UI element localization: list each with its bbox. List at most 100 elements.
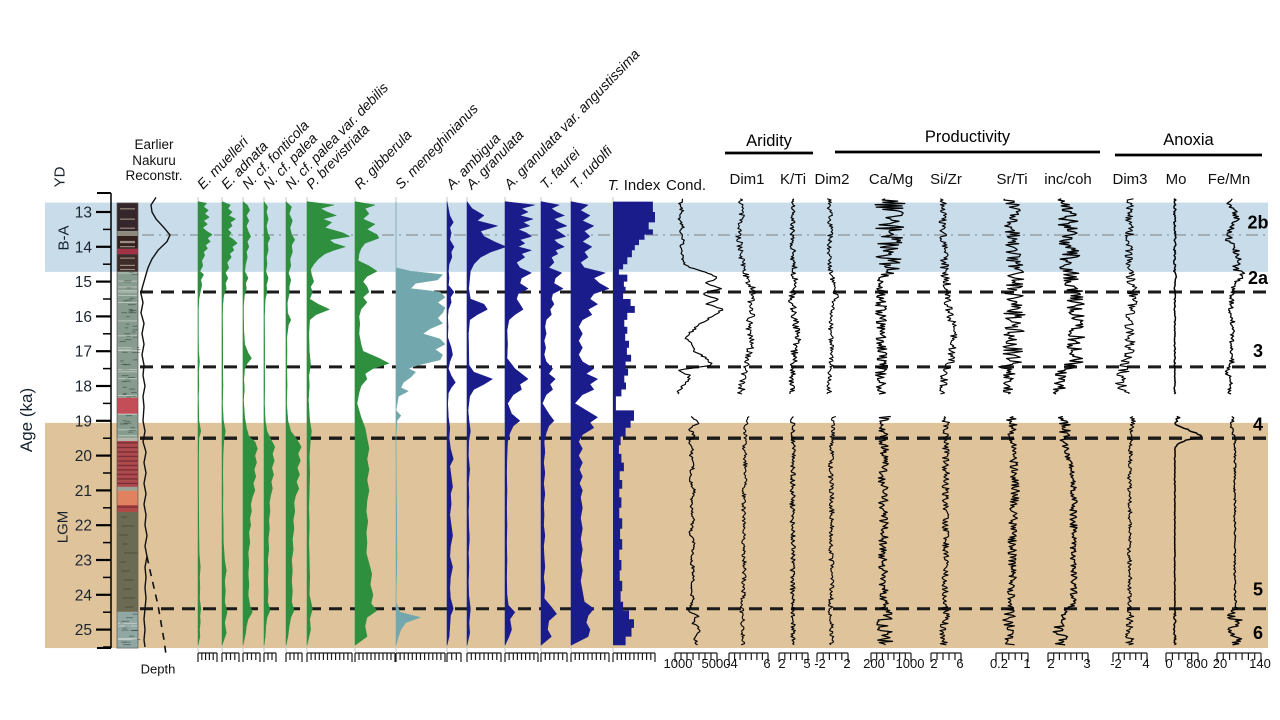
lithology-segment (117, 505, 138, 512)
proxy-trace (874, 198, 906, 646)
lithology-segment (117, 231, 138, 237)
proxy-label: K/Ti (780, 171, 806, 188)
axis-min-label: 20 (1213, 656, 1227, 671)
axis-min-label: 0 (1165, 656, 1172, 671)
axis-max-label: 6 (956, 656, 963, 671)
species-silhouette (395, 201, 446, 646)
age-tick-label: 19 (75, 413, 92, 430)
lithology-segment (117, 511, 138, 612)
scale-comb (1165, 652, 1199, 662)
age-tick-label: 13 (75, 205, 92, 222)
scale-comb (466, 652, 502, 662)
axis-min-label: 2 (930, 656, 937, 671)
axis-min-label: -4 (726, 656, 738, 671)
axis-min-label: 2 (778, 656, 785, 671)
scale-comb (354, 652, 396, 662)
axis-max-label: 1 (1023, 656, 1030, 671)
axis-min-label: 1000 (664, 656, 693, 671)
species-silhouette (285, 201, 302, 646)
age-tick-label: 17 (75, 344, 92, 361)
reconstruction-curve (140, 197, 171, 648)
proxy-trace (788, 198, 802, 646)
axis-min-label: 2 (1047, 656, 1054, 671)
reconstr-line-3: Reconstr. (125, 168, 183, 183)
proxy-label: Dim1 (729, 171, 764, 188)
reconstruction-curve-dashed (146, 556, 167, 655)
scale-comb (674, 652, 718, 662)
species-silhouette (263, 201, 276, 646)
depth-axis-label: Depth (140, 661, 176, 677)
species-silhouette (242, 201, 258, 646)
proxy-trace (1115, 198, 1138, 646)
species-silhouette (570, 201, 610, 646)
age-tick-label: 23 (75, 553, 92, 570)
period-label-ba: B-A (55, 225, 73, 251)
scale-comb (995, 652, 1029, 662)
scale-comb (306, 652, 353, 662)
age-tick-label: 18 (75, 379, 92, 396)
zone-label: 2a (1248, 268, 1269, 288)
axis-max-label: 800 (1186, 656, 1208, 671)
axis-min-label: -2 (1110, 656, 1122, 671)
scale-comb (612, 652, 656, 662)
species-silhouette (446, 201, 456, 646)
scale-comb (540, 652, 568, 662)
scale-comb (778, 652, 809, 662)
proxy-trace (998, 198, 1026, 646)
axis-min-label: 200 (863, 656, 885, 671)
reconstr-line-1: Earlier (134, 137, 174, 152)
scale-comb (930, 652, 962, 662)
scale-comb (570, 652, 610, 662)
scale-comb (1216, 652, 1262, 662)
scale-comb (870, 652, 912, 662)
period-label-lgm: LGM (54, 510, 72, 544)
age-axis-title: Age (ka) (17, 387, 36, 453)
lithology-segment (117, 437, 138, 441)
zone-label: 6 (1253, 623, 1263, 643)
species-silhouette (354, 201, 390, 646)
proxy-label: Fe/Mn (1208, 171, 1251, 188)
reconstr-line-2: Nakuru (132, 152, 176, 168)
species-label: A. granulata var. angustissima (500, 46, 643, 193)
lithology-segment (117, 271, 138, 398)
age-tick-label: 15 (75, 274, 92, 291)
scale-comb (285, 652, 303, 662)
age-tick-label: 21 (75, 483, 92, 500)
lithology-segment (117, 202, 138, 232)
proxy-trace (938, 198, 958, 646)
lithology-segment (117, 413, 138, 438)
zone-label: 5 (1253, 580, 1263, 600)
proxy-trace (735, 198, 756, 646)
proxy-label: Mo (1166, 171, 1187, 188)
proxy-trace (1052, 198, 1086, 646)
axis-max-label: 2 (843, 656, 850, 671)
axis-max-label: 5000 (702, 656, 731, 671)
species-silhouette (197, 201, 213, 646)
proxy-label: Si/Zr (930, 171, 962, 188)
species-silhouette (466, 201, 507, 646)
age-tick-label: 14 (75, 239, 93, 256)
zone-label: 3 (1253, 341, 1263, 361)
proxy-label: Sr/Ti (996, 171, 1027, 188)
proxy-label: Dim3 (1112, 171, 1147, 188)
axis-max-label: 5 (803, 656, 810, 671)
axis-min-label: -2 (814, 656, 826, 671)
age-tick-label: 20 (75, 448, 93, 465)
species-silhouette (540, 201, 568, 646)
group-header-label: Productivity (925, 128, 1011, 146)
scale-comb (242, 652, 261, 662)
axis-max-label: 1000 (896, 656, 925, 671)
age-tick-label: 25 (75, 622, 92, 639)
zone-label: 4 (1253, 414, 1263, 434)
proxy-label: Ca/Mg (869, 171, 913, 188)
proxy-trace (826, 198, 839, 646)
proxy-label: Dim2 (814, 171, 849, 188)
scale-comb (816, 652, 849, 662)
lithology-segment (117, 486, 138, 491)
scale-comb (221, 652, 240, 662)
lithology-segment (117, 490, 138, 506)
age-tick-label: 22 (75, 518, 92, 535)
period-label-yd: YD (51, 166, 69, 188)
group-header-label: Aridity (746, 132, 793, 150)
